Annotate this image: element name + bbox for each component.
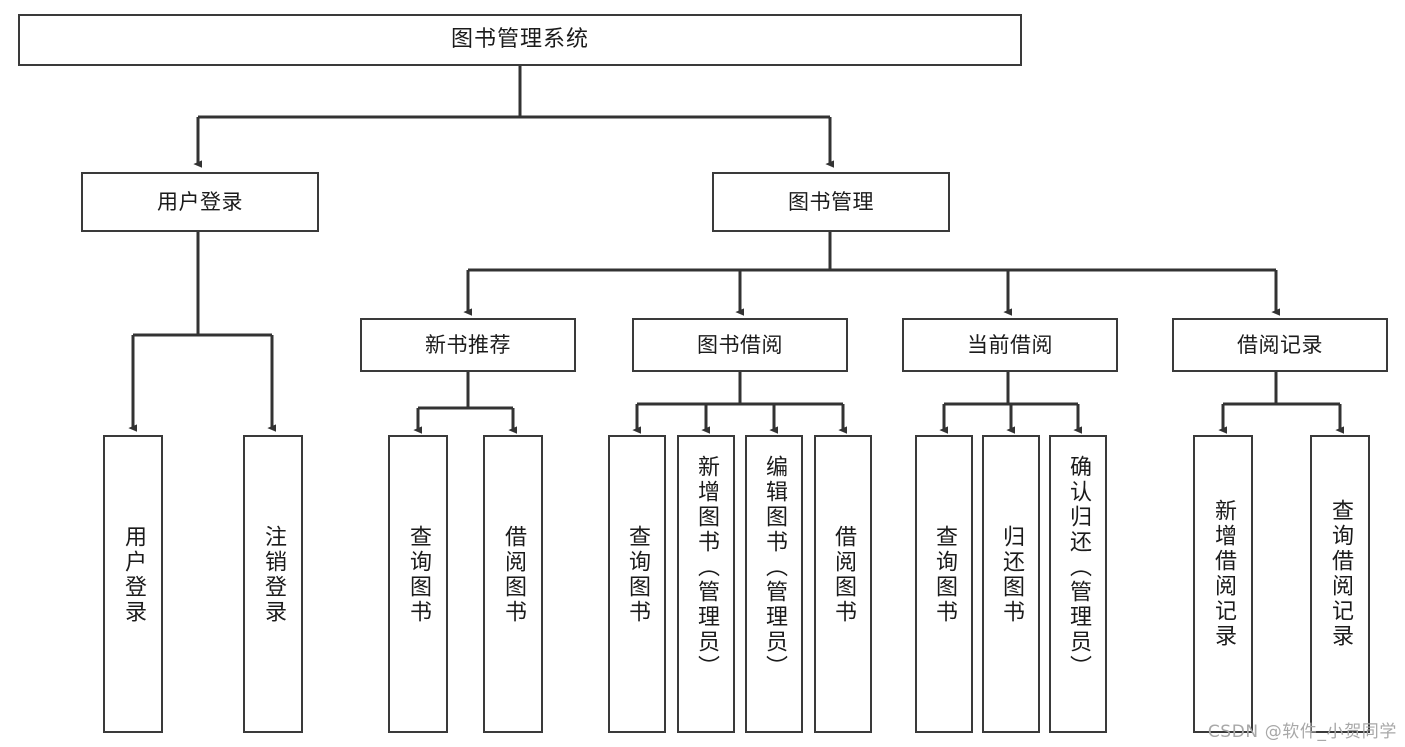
leaf-edit-book[interactable]: 编辑图书（管理员） bbox=[745, 435, 803, 733]
node-label: 借阅图书 bbox=[831, 525, 856, 625]
leaf-add-borrow-record[interactable]: 新增借阅记录 bbox=[1193, 435, 1253, 733]
node-label: 用户登录 bbox=[157, 189, 243, 214]
leaf-query-borrow-record[interactable]: 查询借阅记录 bbox=[1310, 435, 1370, 733]
node-label: 编辑图书（管理员） bbox=[762, 455, 787, 680]
leaf-add-book[interactable]: 新增图书（管理员） bbox=[677, 435, 735, 733]
node-label: 查询图书 bbox=[406, 525, 431, 625]
node-label: 借阅图书 bbox=[501, 525, 526, 625]
node-user-login[interactable]: 用户登录 bbox=[81, 172, 319, 232]
leaf-borrow-book-2[interactable]: 借阅图书 bbox=[814, 435, 872, 733]
node-label: 借阅记录 bbox=[1237, 332, 1323, 357]
node-current-borrow[interactable]: 当前借阅 bbox=[902, 318, 1118, 372]
node-new-book-recommend[interactable]: 新书推荐 bbox=[360, 318, 576, 372]
node-label: 确认归还（管理员） bbox=[1066, 455, 1091, 680]
node-label: 查询借阅记录 bbox=[1328, 499, 1353, 649]
node-label: 新书推荐 bbox=[425, 332, 511, 357]
node-label: 图书管理系统 bbox=[450, 27, 589, 53]
node-label: 查询图书 bbox=[932, 525, 957, 625]
leaf-user-login[interactable]: 用户登录 bbox=[103, 435, 163, 733]
node-label: 图书管理 bbox=[788, 189, 874, 214]
node-root-book-management-system[interactable]: 图书管理系统 bbox=[18, 14, 1022, 66]
node-label: 图书借阅 bbox=[697, 332, 783, 357]
leaf-confirm-return[interactable]: 确认归还（管理员） bbox=[1049, 435, 1107, 733]
node-label: 归还图书 bbox=[999, 525, 1024, 625]
node-book-borrow[interactable]: 图书借阅 bbox=[632, 318, 848, 372]
leaf-logout-login[interactable]: 注销登录 bbox=[243, 435, 303, 733]
node-label: 注销登录 bbox=[261, 525, 286, 625]
node-label: 当前借阅 bbox=[967, 332, 1053, 357]
leaf-query-book-2[interactable]: 查询图书 bbox=[608, 435, 666, 733]
leaf-query-book-3[interactable]: 查询图书 bbox=[915, 435, 973, 733]
node-label: 用户登录 bbox=[121, 525, 146, 625]
node-label: 查询图书 bbox=[625, 525, 650, 625]
node-label: 新增图书（管理员） bbox=[694, 455, 719, 680]
node-book-management[interactable]: 图书管理 bbox=[712, 172, 950, 232]
node-label: 新增借阅记录 bbox=[1211, 499, 1236, 649]
leaf-query-book-1[interactable]: 查询图书 bbox=[388, 435, 448, 733]
node-borrow-record[interactable]: 借阅记录 bbox=[1172, 318, 1388, 372]
leaf-borrow-book-1[interactable]: 借阅图书 bbox=[483, 435, 543, 733]
leaf-return-book[interactable]: 归还图书 bbox=[982, 435, 1040, 733]
